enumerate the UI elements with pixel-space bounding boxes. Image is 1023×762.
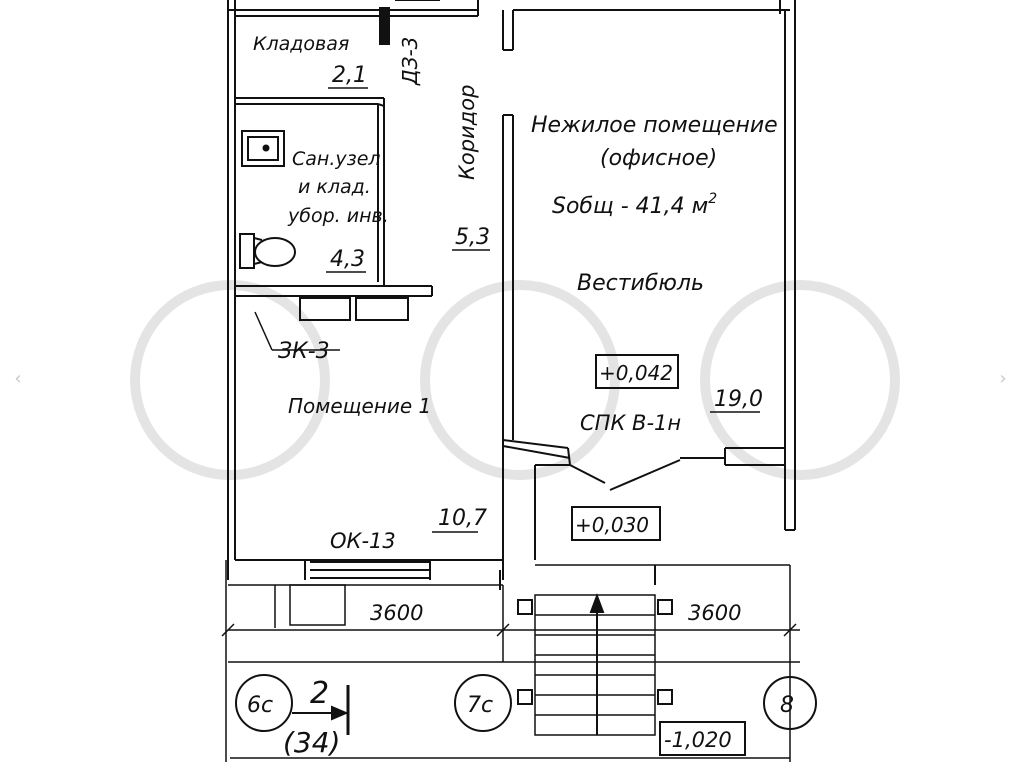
office-title-line1: Нежилое помещение	[531, 113, 778, 138]
storage-area: 2,1	[332, 63, 367, 88]
corridor-area: 5,3	[455, 225, 490, 250]
dimension-left: 3600	[370, 601, 423, 625]
previous-image-arrow[interactable]: ‹	[14, 368, 22, 389]
walls	[221, 0, 817, 762]
watermark	[130, 280, 900, 480]
office-title-line2: (офисное)	[600, 146, 717, 171]
section-arrow-icon	[331, 705, 349, 721]
room1-area: 10,7	[438, 506, 487, 531]
next-image-arrow[interactable]: ›	[999, 368, 1007, 389]
corridor-label: Коридор	[455, 85, 479, 180]
wc-label-line3: убор. инв.	[287, 205, 389, 227]
stair-arrow-icon	[589, 593, 605, 735]
door-zk3-label: ЗК-3	[278, 339, 330, 364]
axis-label-7c: 7с	[467, 693, 493, 718]
dimension-right: 3600	[688, 601, 741, 625]
wc-area: 4,3	[330, 247, 365, 272]
axis-label-6c: 6с	[247, 693, 273, 718]
room1-label: Помещение 1	[288, 394, 431, 418]
toilet-icon	[239, 233, 296, 269]
sink-icon	[241, 130, 285, 167]
vestibule-label: Вестибюль	[577, 271, 704, 296]
wc-label-line2: и клад.	[298, 176, 371, 198]
section-number: 2	[310, 676, 329, 711]
section-sheet: (34)	[283, 726, 340, 759]
office-area-text: Sобщ - 41,4 м	[552, 194, 708, 219]
office-area-superscript: 2	[708, 191, 717, 207]
door-dz3-label: ДЗ-3	[398, 37, 422, 86]
door-spk-label: СПК В-1н	[580, 411, 681, 435]
storage-label: Кладовая	[253, 33, 349, 55]
level-marker-3: -1,020	[664, 728, 732, 752]
vestibule-area: 19,0	[714, 387, 763, 412]
office-area-total: Sобщ - 41,4 м2	[552, 191, 717, 219]
axis-label-8: 8	[780, 693, 794, 718]
level-marker-1: +0,042	[599, 361, 673, 385]
level-marker-2: +0,030	[575, 513, 649, 537]
wc-label-line1: Сан.узел	[292, 148, 381, 170]
window-ok13-label: ОК-13	[330, 529, 396, 553]
